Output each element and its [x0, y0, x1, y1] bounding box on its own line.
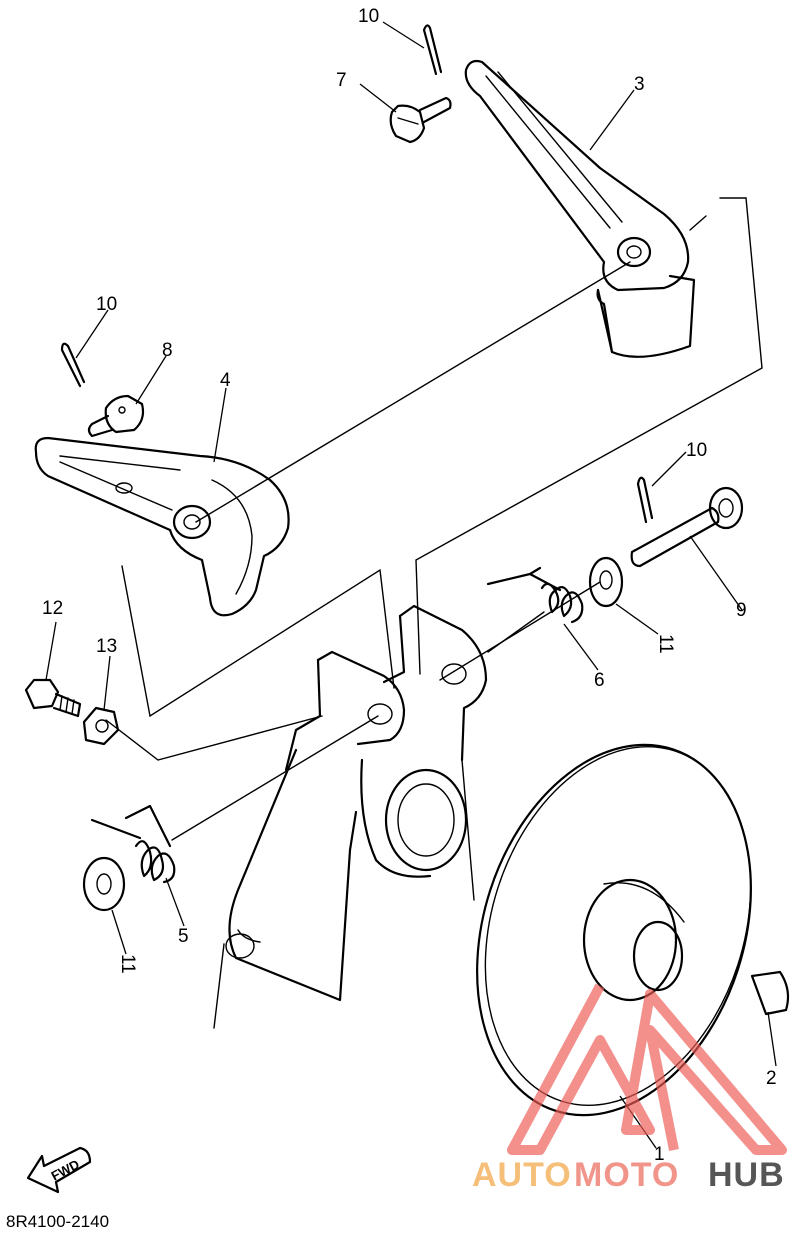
callout-10-top: 10: [358, 6, 379, 27]
callout-4: 4: [220, 370, 231, 391]
arm-3: [464, 59, 696, 358]
callout-10-left: 10: [96, 294, 117, 315]
callout-1: 1: [654, 1144, 665, 1165]
cotter-pin-left: [60, 342, 86, 388]
drawing-code: 8R4100-2140: [6, 1212, 110, 1231]
callout-3: 3: [634, 74, 645, 95]
callout-5: 5: [178, 926, 189, 947]
callout-11-left: 11: [117, 954, 138, 974]
sheave-disc-1: [476, 743, 752, 1117]
bolt-12: [24, 678, 82, 718]
watermark-moto: MOTO: [574, 1156, 679, 1194]
callout-leaders: [45, 21, 777, 1149]
cotter-pin-right: [636, 476, 654, 524]
joint-pin-8: [87, 394, 145, 438]
callout-12: 12: [42, 598, 63, 619]
callout-2: 2: [766, 1068, 777, 1089]
callout-8: 8: [162, 340, 173, 361]
watermark: AUTO MOTO HUB: [472, 983, 787, 1194]
callout-9: 9: [736, 600, 747, 621]
watermark-triangle-icon: [507, 983, 787, 1155]
assembly-lines: [105, 197, 763, 841]
spring-5: [90, 804, 176, 884]
spring-6: [486, 566, 584, 624]
key-2: [750, 970, 790, 1016]
shaft-pin-9: [630, 486, 744, 568]
callout-13: 13: [96, 636, 117, 657]
callout-11-right: 11: [655, 634, 676, 654]
cotter-pin-top: [422, 24, 443, 76]
arm-4: [34, 436, 290, 617]
bracket-housing: [213, 604, 488, 1029]
callout-labels: 10 7 3 10 8 4 10 9 11 6 12 13 5 11 2 1: [42, 6, 777, 1165]
fwd-arrow: FWD: [26, 1146, 92, 1194]
callout-7: 7: [336, 70, 347, 91]
callout-10-right: 10: [686, 440, 707, 461]
washer-left: [82, 856, 126, 912]
joint-pin-7: [389, 96, 452, 144]
watermark-hub: HUB: [708, 1156, 785, 1194]
washer-right: [588, 556, 624, 608]
watermark-auto: AUTO: [472, 1156, 572, 1194]
callout-6: 6: [594, 670, 605, 691]
